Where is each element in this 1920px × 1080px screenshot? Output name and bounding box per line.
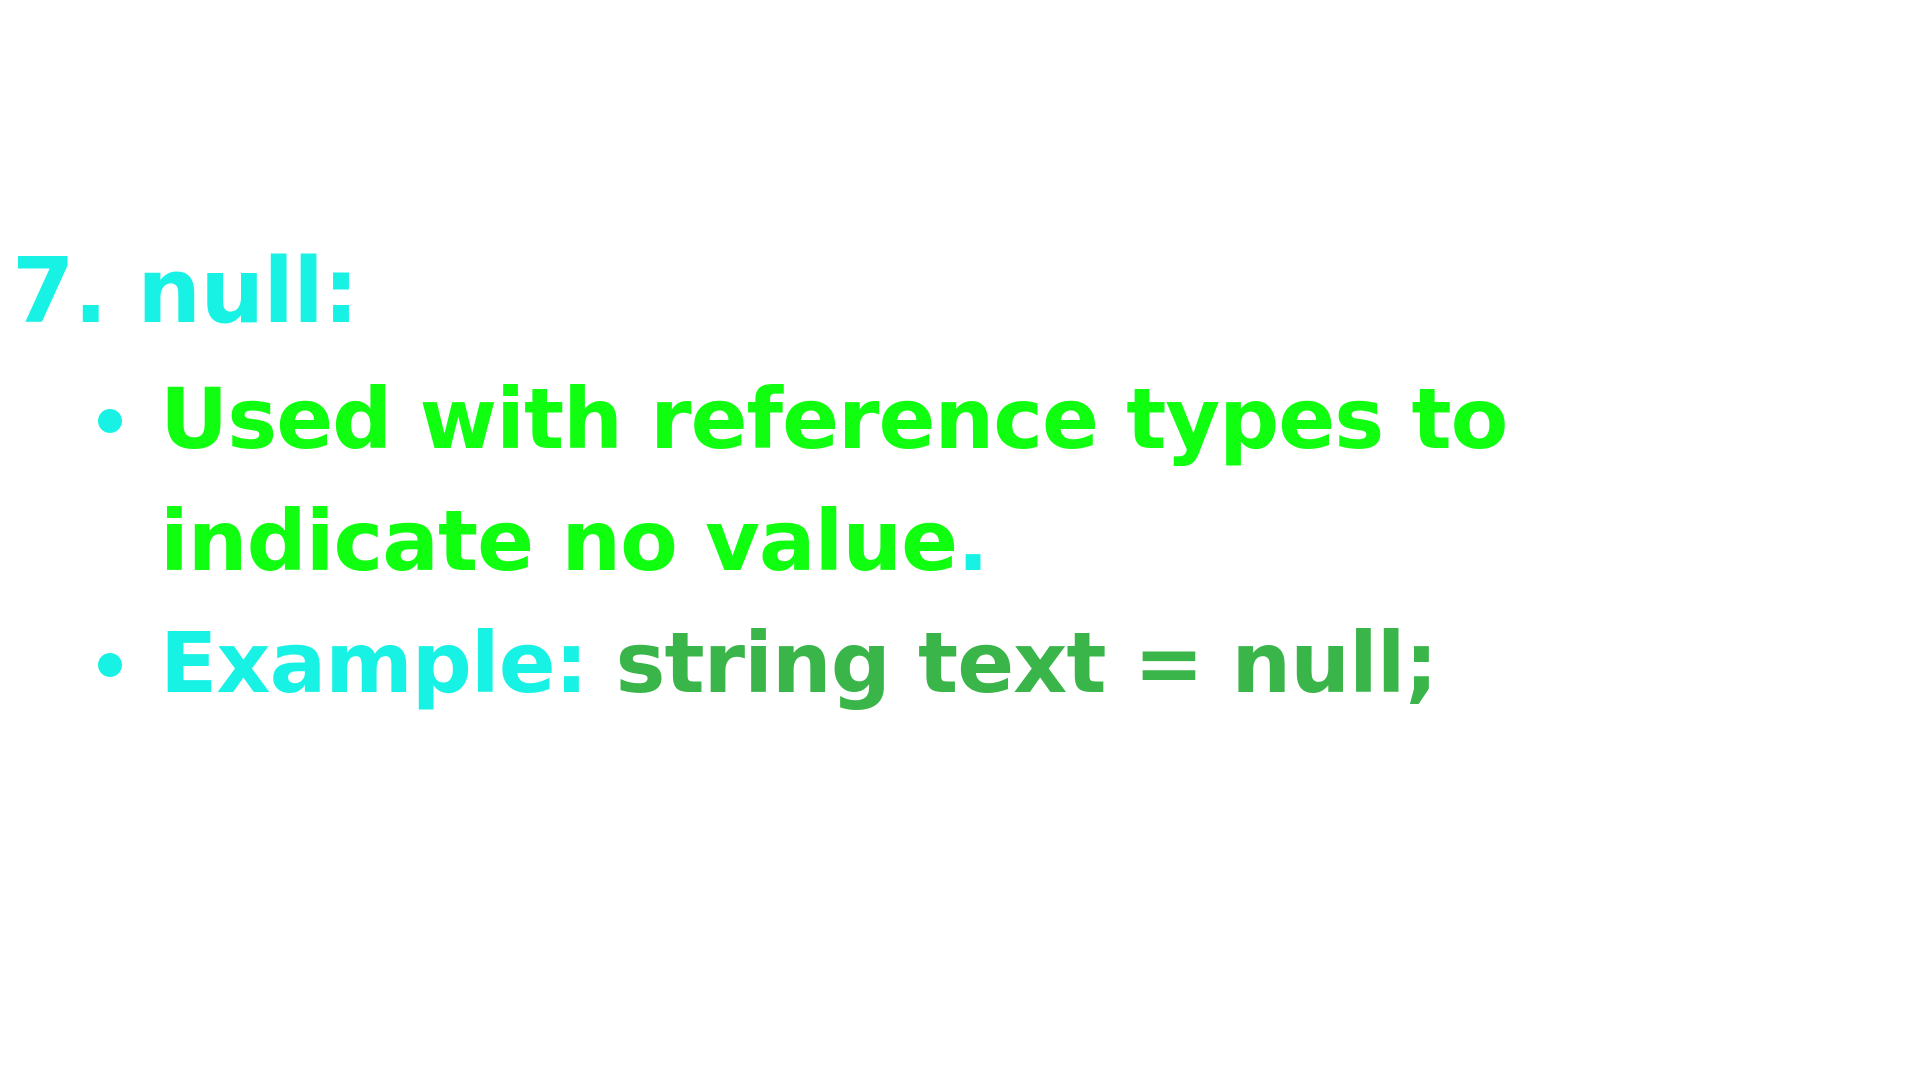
bullet-dot-icon (98, 653, 122, 677)
description-text: Used with reference types to indicate no… (160, 358, 1900, 602)
bullet-list: Used with reference types to indicate no… (98, 358, 1898, 724)
description-period: . (957, 492, 989, 590)
section-heading: 7. null: (12, 232, 359, 352)
heading-number: 7. (12, 239, 108, 344)
example-label: Example: (160, 614, 588, 712)
description-main: Used with reference types to indicate no… (160, 370, 1508, 590)
bullet-item-example: Example: string text = null; (98, 602, 1898, 724)
heading-term: null: (137, 239, 359, 344)
example-code: string text = null; (615, 614, 1439, 712)
bullet-item-description: Used with reference types to indicate no… (98, 358, 1898, 602)
bullet-dot-icon (98, 409, 122, 433)
